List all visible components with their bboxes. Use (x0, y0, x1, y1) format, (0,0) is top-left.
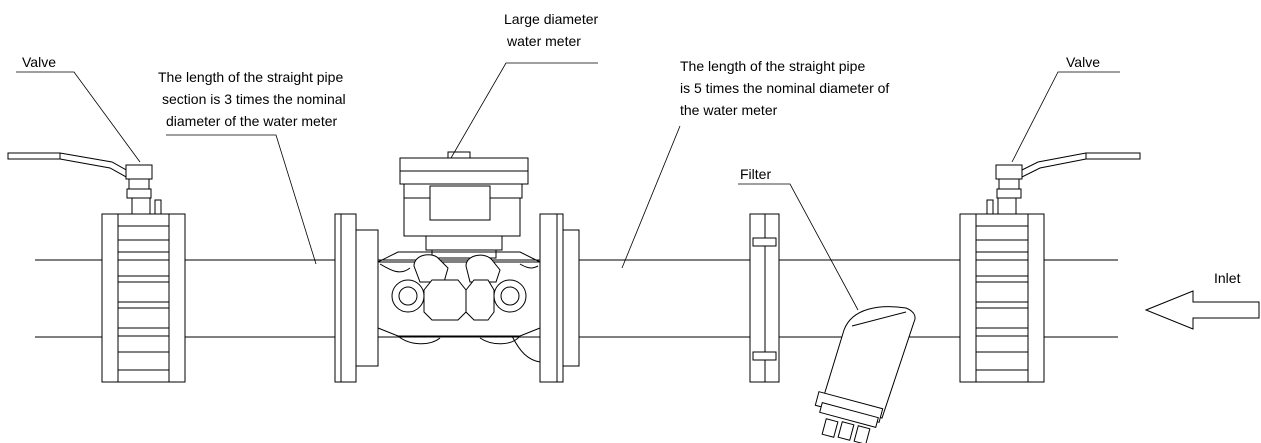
water-meter (334, 151, 580, 383)
straight-left-label-line-3: diameter of the water meter (166, 113, 338, 129)
straight-right-label-line-2: is 5 times the nominal diameter of (680, 80, 889, 96)
straight-right-label-line-1: The length of the straight pipe (680, 58, 865, 74)
valve-right-label: Valve (1066, 54, 1100, 70)
valve-left-label: Valve (22, 54, 56, 70)
valve-right (959, 152, 1141, 383)
meter-label-line-1: Large diameter (504, 11, 599, 27)
filter-label: Filter (740, 166, 771, 182)
straight-left-label-line-2: section is 3 times the nominal (162, 91, 346, 107)
valve-left (7, 152, 186, 383)
straight-left-label-line-1: The length of the straight pipe (158, 69, 343, 85)
inlet-arrow (1144, 290, 1260, 330)
labels: Valve Valve Large diameter water meter T… (22, 11, 1241, 286)
straight-right-label-line-3: the water meter (680, 102, 778, 118)
filter (749, 213, 916, 443)
leader-lines (16, 62, 1120, 311)
meter-label-line-2: water meter (506, 33, 581, 49)
inlet-label: Inlet (1214, 270, 1241, 286)
